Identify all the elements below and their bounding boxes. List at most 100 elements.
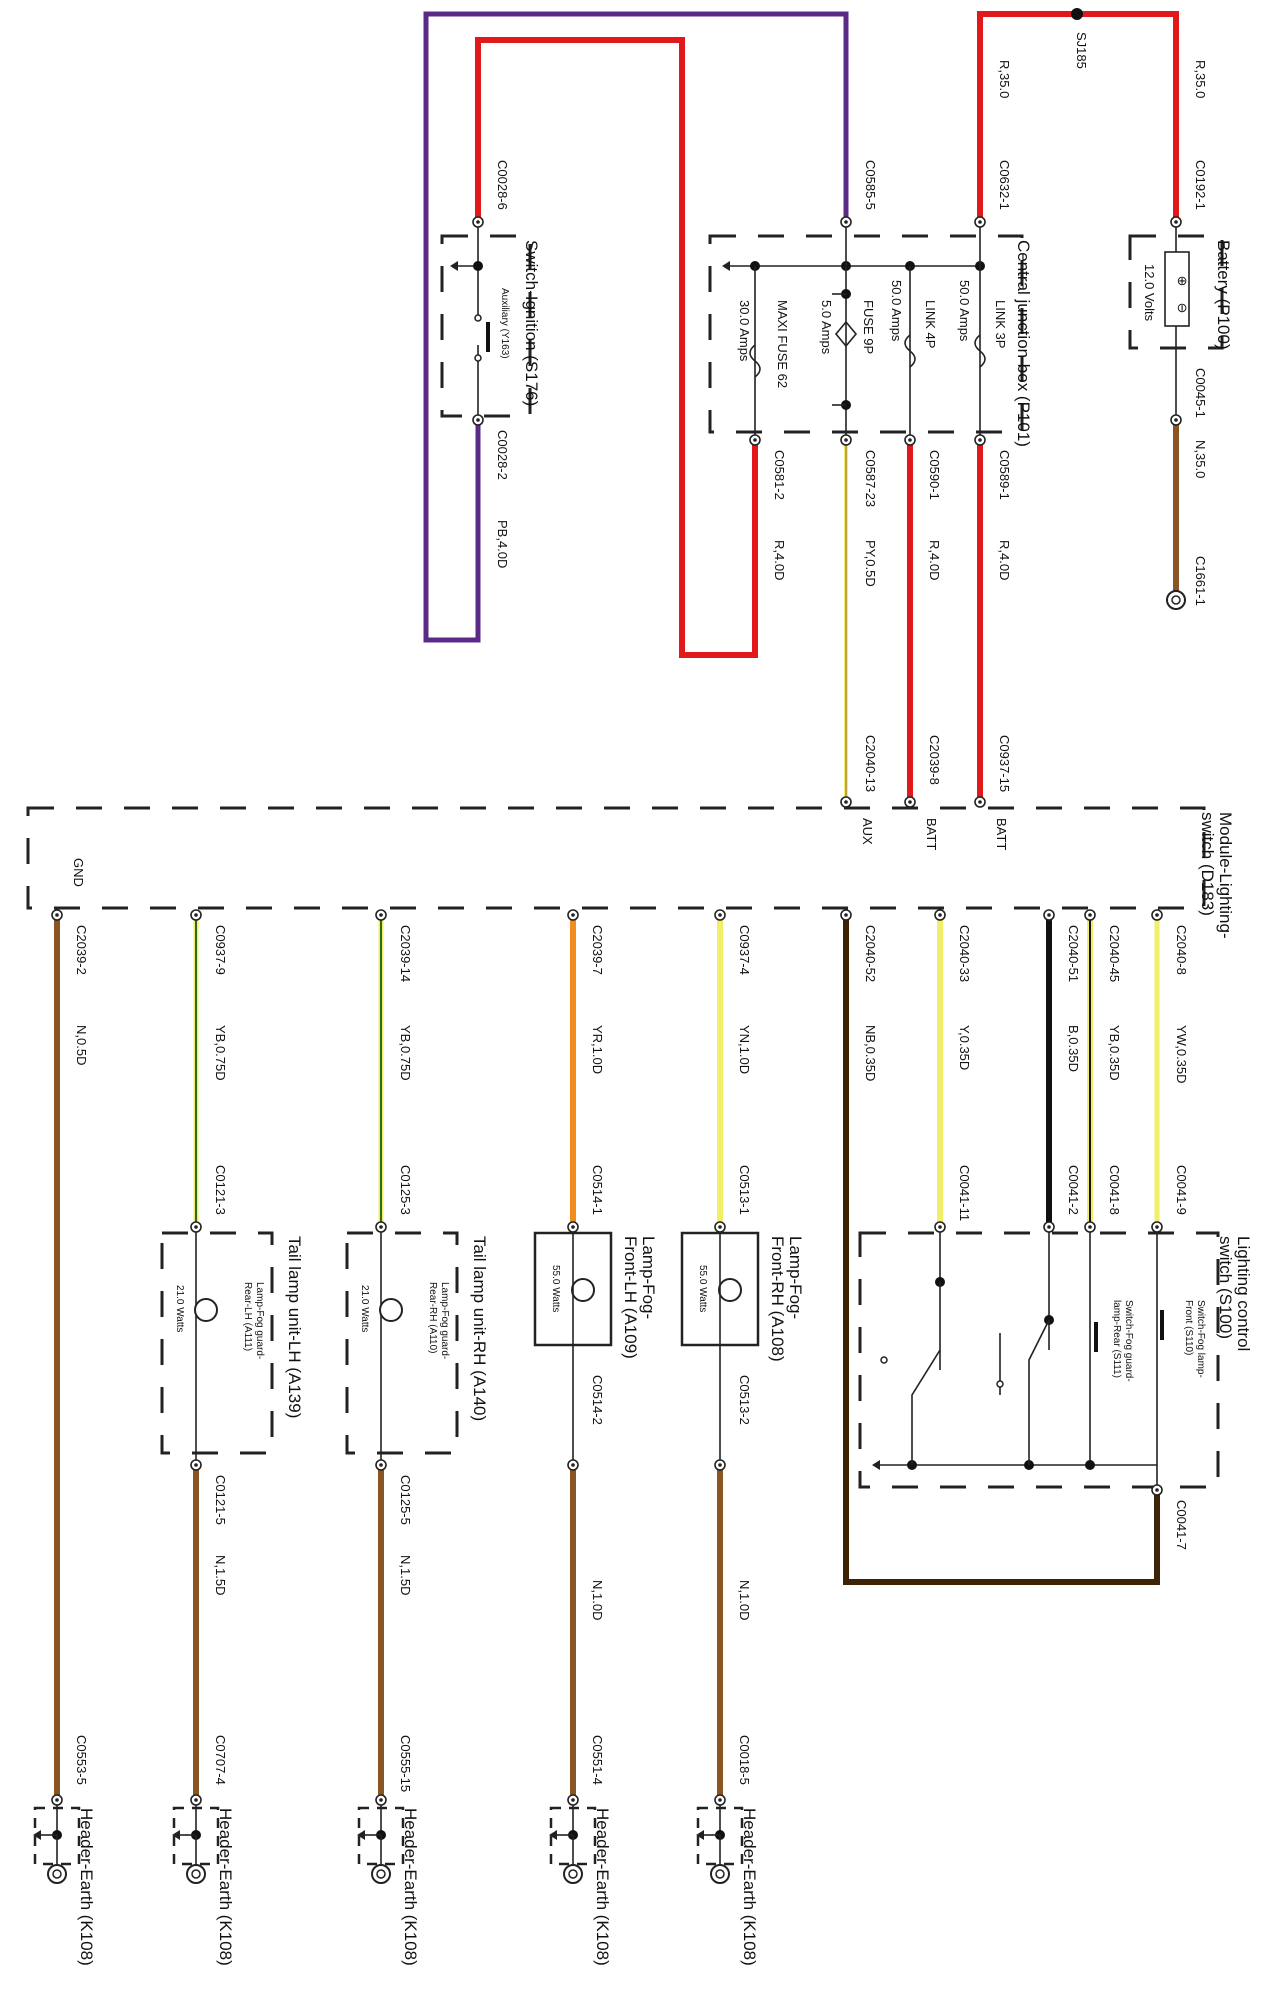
fuse-9p-icon <box>834 320 858 348</box>
bulb-icon <box>571 1278 595 1302</box>
label-c0514-1: C0514-1 <box>590 1165 605 1215</box>
connector-pin <box>840 434 852 446</box>
label-c0041-7: C0041-7 <box>1174 1500 1189 1550</box>
foglh-watts: 55.0 Watts <box>550 1265 561 1312</box>
label-c2039-2: C2039-2 <box>74 925 89 975</box>
label-c0192-1: C0192-1 <box>1193 160 1208 210</box>
link3p-name: LINK 3P <box>993 300 1008 348</box>
connector-labels: SJ185 C0192-1 C0045-1 C1661-1 C0632-1 C0… <box>74 32 1208 1792</box>
header-earth: Header-Earth (K108) <box>357 1800 420 1966</box>
label-c0585-5: C0585-5 <box>863 160 878 210</box>
fuse-link4p-icon <box>904 334 916 368</box>
wire <box>475 37 758 658</box>
label-c0513-2: C0513-2 <box>737 1375 752 1425</box>
connector-pin <box>934 909 946 921</box>
fuse9p-name: FUSE 9P <box>861 300 876 354</box>
wire-label: YN,1.0D <box>737 1025 752 1074</box>
connector-pin <box>567 1459 579 1471</box>
cjb-title: Central junction-box (P101) <box>1014 240 1033 447</box>
label-c0121-5: C0121-5 <box>213 1475 228 1525</box>
taillh-sub1: Lamp-Fog guard- <box>254 1282 265 1359</box>
connector-pin <box>904 434 916 446</box>
label-c2040-13: C2040-13 <box>863 735 878 792</box>
arrow-icon <box>696 1830 704 1840</box>
label-c0937-15: C0937-15 <box>997 735 1012 792</box>
connector-pin <box>714 1221 726 1233</box>
lcs-sw1-line2: Front (S110) <box>1183 1300 1194 1355</box>
taillh-watts: 21.0 Watts <box>174 1285 185 1332</box>
tail-lamp-unit-rh: 21.0 Watts Lamp-Fog guard- Rear-RH (A110… <box>345 1227 489 1465</box>
label-c0041-8: C0041-8 <box>1107 1165 1122 1215</box>
connector-pin <box>472 216 484 228</box>
earth-title: Header-Earth (K108) <box>593 1808 612 1966</box>
arrow-icon <box>872 1460 880 1470</box>
label-c2039-8: C2039-8 <box>927 735 942 785</box>
label-c0513-1: C0513-1 <box>737 1165 752 1215</box>
wire-labels: R,35.0 R,35.0 N,35.0 R,4.0D R,4.0D PY,0.… <box>74 60 1208 1620</box>
connector-pin <box>840 216 852 228</box>
label-c0937-4: C0937-4 <box>737 925 752 975</box>
battery-rating: 12.0 Volts <box>1142 264 1157 322</box>
connector-pin <box>375 1794 387 1806</box>
foglh-title-2: Front-LH (A109) <box>621 1236 640 1359</box>
battery-minus-icon: ⊖ <box>1175 303 1190 314</box>
fuse-link3p-icon <box>974 334 986 368</box>
label-c0045-1: C0045-1 <box>1193 368 1208 418</box>
wire-label: R,4.0D <box>927 540 942 580</box>
connector-pin <box>190 909 202 921</box>
connector-pin <box>974 796 986 808</box>
connector-pin <box>375 909 387 921</box>
wire <box>843 915 1160 1585</box>
label-c1661-1: C1661-1 <box>1193 556 1208 606</box>
connector-pin <box>51 1794 63 1806</box>
pin-batt-2: BATT <box>924 818 939 850</box>
connector-pin <box>1170 216 1182 228</box>
fogrh-watts: 55.0 Watts <box>697 1265 708 1312</box>
central-junction-box: LINK 3P 50.0 Amps LINK 4P 50.0 Amps FUSE… <box>708 222 1033 447</box>
connector-pin <box>974 216 986 228</box>
link4p-rating: 50.0 Amps <box>889 280 904 342</box>
link4p-name: LINK 4P <box>923 300 938 348</box>
label-c0121-3: C0121-3 <box>213 1165 228 1215</box>
connector-pin <box>1084 909 1096 921</box>
ground-symbol-icon <box>186 1864 206 1884</box>
wire-label: R,35.0 <box>997 60 1012 98</box>
arrow-icon <box>450 261 458 271</box>
header-earth: Header-Earth (K108) <box>696 1800 759 1966</box>
connector-pin <box>1170 414 1182 426</box>
pin-gnd: GND <box>71 858 86 887</box>
connector-pin <box>190 1221 202 1233</box>
wire-label: N,1.5D <box>213 1555 228 1595</box>
label-c0514-2: C0514-2 <box>590 1375 605 1425</box>
ignition-switch: Auxiliary (Y163) Switch-Ignition (S176) <box>440 222 541 420</box>
label-c0590-1: C0590-1 <box>927 450 942 500</box>
arrow-icon <box>172 1830 180 1840</box>
bulb-icon <box>194 1298 218 1322</box>
connector-pin <box>904 796 916 808</box>
lcs-title-1: Lighting control <box>1234 1236 1253 1351</box>
ignition-title: Switch-Ignition (S176) <box>522 240 541 406</box>
wire-label: PY,0.5D <box>863 540 878 587</box>
wire-label: N,1.5D <box>398 1555 413 1595</box>
label-c0041-2: C0041-2 <box>1066 1165 1081 1215</box>
bulb-icon <box>718 1278 742 1302</box>
wire-label: YW,0.35D <box>1174 1025 1189 1084</box>
battery-title: Battery (P100) <box>1214 240 1233 350</box>
label-c0632-1: C0632-1 <box>997 160 1012 210</box>
wire-label: YB,0.35D <box>1107 1025 1122 1081</box>
earth-title: Header-Earth (K108) <box>401 1808 420 1966</box>
earth-title: Header-Earth (K108) <box>77 1808 96 1966</box>
wire-label: R,35.0 <box>1193 60 1208 98</box>
connector-pin <box>1043 909 1055 921</box>
tailrh-watts: 21.0 Watts <box>359 1285 370 1332</box>
arrow-icon <box>549 1830 557 1840</box>
header-earth: Header-Earth (K108) <box>549 1800 612 1966</box>
connector-pin <box>840 909 852 921</box>
connector-pin <box>375 1221 387 1233</box>
connector-pin <box>375 1459 387 1471</box>
arrow-icon <box>722 261 730 271</box>
label-c0553-5: C0553-5 <box>74 1735 89 1785</box>
wire-label: YR,1.0D <box>590 1025 605 1074</box>
module-title-2: switch (D183) <box>1198 812 1217 916</box>
